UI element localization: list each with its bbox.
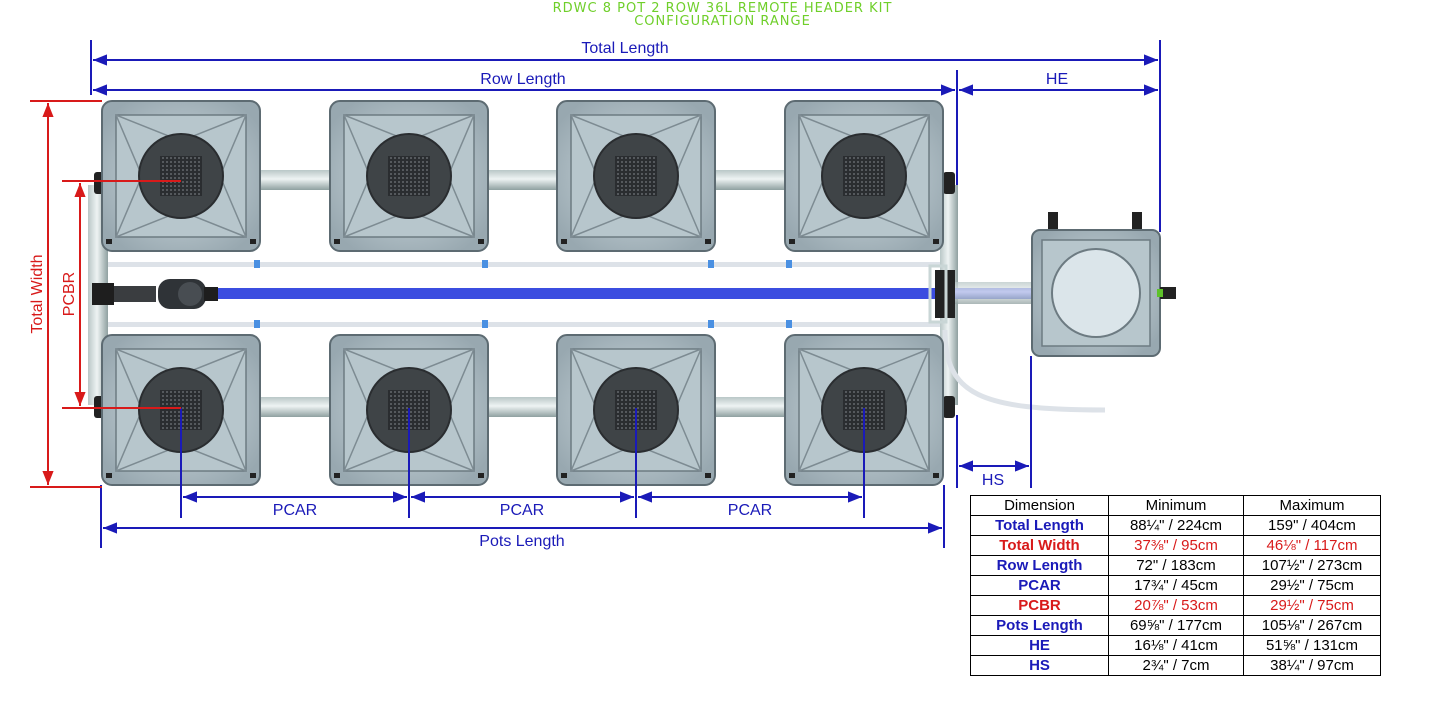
table-cell-dimension: Pots Length bbox=[970, 615, 1109, 636]
table-cell-maximum: 107½" / 273cm bbox=[1243, 555, 1381, 576]
table-cell-dimension: PCAR bbox=[970, 575, 1109, 596]
table-row: HE 16⅛" / 41cm 51⅝" / 131cm bbox=[970, 635, 1381, 656]
table-header-maximum: Maximum bbox=[1243, 495, 1381, 516]
label-total-width: Total Width bbox=[29, 254, 46, 334]
table-cell-maximum: 51⅝" / 131cm bbox=[1243, 635, 1381, 656]
table-cell-maximum: 29½" / 75cm bbox=[1243, 575, 1381, 596]
table-cell-dimension: HE bbox=[970, 635, 1109, 656]
table-header-row: Dimension Minimum Maximum bbox=[970, 495, 1381, 516]
label-he: HE bbox=[1045, 71, 1069, 88]
table-cell-maximum: 29½" / 75cm bbox=[1243, 595, 1381, 616]
table-row: PCBR 20⅞" / 53cm 29½" / 75cm bbox=[970, 595, 1381, 616]
label-hs: HS bbox=[981, 472, 1005, 489]
table-cell-dimension: HS bbox=[970, 655, 1109, 676]
label-total-length: Total Length bbox=[581, 40, 669, 57]
pot-4 bbox=[784, 100, 944, 252]
table-header-dimension: Dimension bbox=[970, 495, 1109, 516]
table-cell-dimension: Row Length bbox=[970, 555, 1109, 576]
label-row-length: Row Length bbox=[480, 71, 566, 88]
pot-3 bbox=[556, 100, 716, 252]
table-header-minimum: Minimum bbox=[1108, 495, 1244, 516]
table-cell-minimum: 88¼" / 224cm bbox=[1108, 515, 1244, 536]
return-hoses bbox=[108, 260, 1106, 413]
diagram-title-line2: CONFIGURATION RANGE bbox=[634, 14, 811, 29]
table-row: Total Width 37⅜" / 95cm 46⅛" / 117cm bbox=[970, 535, 1381, 556]
table-row: PCAR 17¾" / 45cm 29½" / 75cm bbox=[970, 575, 1381, 596]
table-cell-minimum: 69⅝" / 177cm bbox=[1108, 615, 1244, 636]
table-cell-maximum: 159" / 404cm bbox=[1243, 515, 1381, 536]
label-pcar-3: PCAR bbox=[727, 502, 773, 519]
table-cell-minimum: 37⅜" / 95cm bbox=[1108, 535, 1244, 556]
diagram-title-line1: RDWC 8 POT 2 ROW 36L REMOTE HEADER KIT bbox=[552, 1, 893, 16]
table-row: Pots Length 69⅝" / 177cm 105⅛" / 267cm bbox=[970, 615, 1381, 636]
label-pots-length: Pots Length bbox=[479, 533, 565, 550]
label-pcar-1: PCAR bbox=[272, 502, 318, 519]
label-pcbr: PCBR bbox=[61, 271, 78, 317]
table-cell-dimension: PCBR bbox=[970, 595, 1109, 616]
pump bbox=[92, 279, 218, 309]
table-row: Row Length 72" / 183cm 107½" / 273cm bbox=[970, 555, 1381, 576]
table-cell-dimension: Total Width bbox=[970, 535, 1109, 556]
table-cell-minimum: 17¾" / 45cm bbox=[1108, 575, 1244, 596]
supply-pipe bbox=[215, 264, 1035, 324]
label-pcar-2: PCAR bbox=[499, 502, 545, 519]
table-cell-maximum: 38¼" / 97cm bbox=[1243, 655, 1381, 676]
header-tank bbox=[1031, 212, 1176, 357]
table-cell-dimension: Total Length bbox=[970, 515, 1109, 536]
table-cell-maximum: 46⅛" / 117cm bbox=[1243, 535, 1381, 556]
dimension-lines bbox=[30, 40, 1161, 548]
pot-2 bbox=[329, 100, 489, 252]
table-cell-minimum: 20⅞" / 53cm bbox=[1108, 595, 1244, 616]
pot-1 bbox=[101, 100, 261, 252]
table-cell-minimum: 72" / 183cm bbox=[1108, 555, 1244, 576]
configuration-range-table: Dimension Minimum Maximum Total Length 8… bbox=[970, 495, 1381, 676]
table-row: HS 2¾" / 7cm 38¼" / 97cm bbox=[970, 655, 1381, 676]
table-cell-minimum: 16⅛" / 41cm bbox=[1108, 635, 1244, 656]
table-cell-maximum: 105⅛" / 267cm bbox=[1243, 615, 1381, 636]
table-cell-minimum: 2¾" / 7cm bbox=[1108, 655, 1244, 676]
table-row: Total Length 88¼" / 224cm 159" / 404cm bbox=[970, 515, 1381, 536]
